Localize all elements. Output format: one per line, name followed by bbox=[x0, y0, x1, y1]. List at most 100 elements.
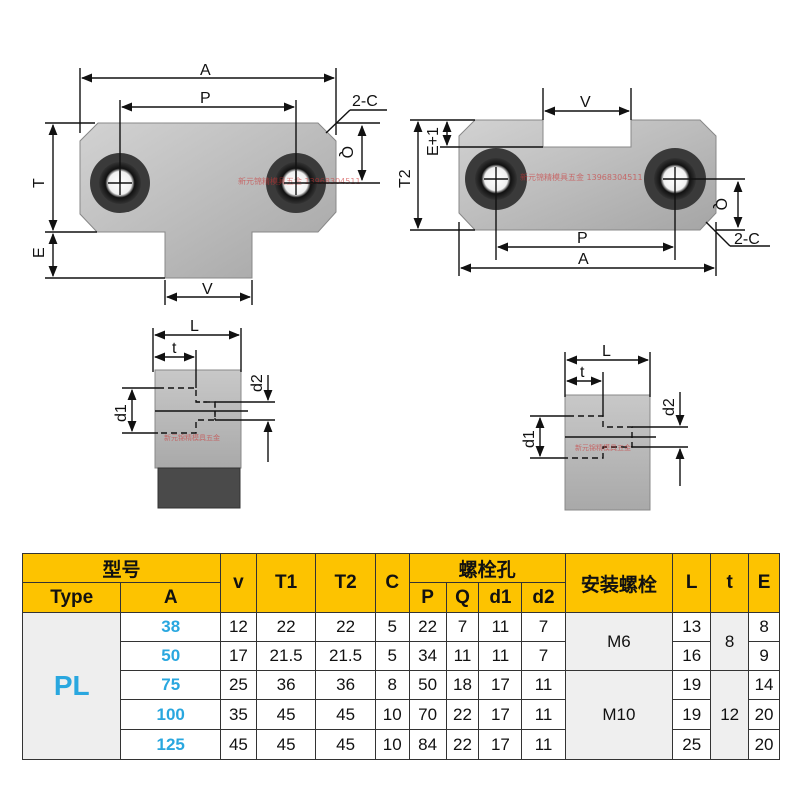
spec-table: 型号 v T1 T2 C 螺栓孔 安装螺栓 L t E Type A P Q d… bbox=[21, 553, 780, 760]
cell-t2: 22 bbox=[315, 612, 376, 642]
cell-c: 10 bbox=[374, 729, 410, 760]
watermark-side-left: 新元锦精模具五金 bbox=[164, 433, 220, 442]
cell-t-8: 8 bbox=[710, 612, 750, 671]
cell-p: 50 bbox=[408, 670, 447, 700]
cell-a: 125 bbox=[120, 729, 221, 760]
cell-a: 50 bbox=[120, 641, 221, 671]
header-p: P bbox=[408, 582, 447, 613]
header-l: L bbox=[672, 553, 712, 613]
side-view-right-dimensions: L t d1 d2 bbox=[521, 343, 688, 486]
header-bolt-hole: 螺栓孔 bbox=[408, 553, 566, 583]
dim-label-2c-left: 2-C bbox=[352, 93, 378, 110]
dim-label-t-left: t bbox=[172, 340, 177, 357]
type-value: PL bbox=[21, 612, 122, 760]
dim-label-l-left: L bbox=[190, 318, 199, 335]
cell-a: 75 bbox=[120, 670, 221, 700]
cell-d2: 7 bbox=[521, 612, 566, 642]
cell-l: 13 bbox=[672, 612, 712, 642]
dim-label-e1: E+1 bbox=[425, 127, 442, 156]
table-row: 75 25 36 36 8 50 18 17 11 M10 19 12 14 bbox=[23, 670, 780, 760]
cell-d1: 11 bbox=[478, 641, 523, 671]
cell-p: 84 bbox=[408, 729, 447, 760]
dim-label-p-right: P bbox=[577, 230, 588, 247]
cell-q: 7 bbox=[445, 612, 480, 642]
dim-label-d1-right: d1 bbox=[521, 430, 538, 448]
cell-d1: 17 bbox=[478, 670, 523, 700]
cell-t2: 36 bbox=[315, 670, 376, 700]
header-t1: T1 bbox=[255, 553, 317, 613]
cell-e: 9 bbox=[748, 641, 780, 671]
cell-p: 22 bbox=[408, 612, 447, 642]
cell-e: 14 bbox=[748, 670, 780, 700]
table-row: PL 38 12 22 22 5 22 7 11 7 M6 13 8 8 bbox=[21, 612, 780, 760]
cell-q: 11 bbox=[445, 641, 480, 671]
cell-v: 45 bbox=[219, 729, 257, 760]
dim-label-d2-right: d2 bbox=[661, 398, 678, 416]
cell-t1: 21.5 bbox=[255, 641, 317, 671]
watermark-right: 新元锦精模具五金 13968304511 bbox=[520, 172, 643, 182]
cell-bolt-m6: M6 bbox=[564, 612, 674, 671]
cell-d2: 11 bbox=[521, 670, 566, 700]
watermark-side-right: 新元锦精模具五金 bbox=[575, 443, 631, 452]
cell-t-12: 12 bbox=[710, 670, 750, 760]
header-t: t bbox=[710, 553, 750, 613]
header-v: v bbox=[219, 553, 257, 613]
dim-label-q-left: Q bbox=[338, 146, 355, 158]
dim-label-v-right: V bbox=[580, 94, 591, 111]
cell-t1: 22 bbox=[255, 612, 317, 642]
cell-e: 8 bbox=[748, 612, 780, 642]
header-row-2: Type A P Q d1 d2 bbox=[21, 582, 780, 613]
dim-label-q-right: Q bbox=[712, 198, 729, 210]
header-t2: T2 bbox=[315, 553, 376, 613]
watermark: 新元锦精模具五金 13968304511 bbox=[238, 176, 361, 186]
cell-t1: 45 bbox=[255, 729, 317, 760]
table-row: 125 45 45 45 10 84 22 17 11 25 20 bbox=[23, 729, 780, 760]
dim-label-d1-left: d1 bbox=[113, 404, 130, 422]
cell-t2: 45 bbox=[315, 729, 376, 760]
cell-v: 35 bbox=[219, 699, 257, 730]
header-mount-bolt: 安装螺栓 bbox=[564, 553, 674, 613]
cell-e: 20 bbox=[748, 729, 780, 760]
cell-t1: 45 bbox=[255, 699, 317, 730]
cell-p: 34 bbox=[408, 641, 447, 671]
side-view-left: 新元锦精模具五金 bbox=[154, 369, 248, 509]
header-row-1: 型号 v T1 T2 C 螺栓孔 安装螺栓 L t E bbox=[22, 553, 780, 613]
dim-label-p: P bbox=[200, 90, 211, 107]
header-d1: d1 bbox=[478, 582, 523, 613]
plate-left-dimensions: A P 2-C Q T E V bbox=[31, 62, 387, 305]
cell-l: 25 bbox=[672, 729, 712, 760]
cell-e: 20 bbox=[748, 699, 780, 730]
cell-l: 16 bbox=[672, 641, 712, 671]
plate-right-dimensions: V P A T2 E+1 Q 2-C bbox=[397, 88, 770, 276]
cell-t1: 36 bbox=[255, 670, 317, 700]
cell-d1: 17 bbox=[478, 699, 523, 730]
cell-q: 18 bbox=[445, 670, 480, 700]
dim-label-2c-right: 2-C bbox=[734, 231, 760, 248]
cell-p: 70 bbox=[408, 699, 447, 730]
technical-drawing: 新元锦精模具五金 13968304511 A P 2-C Q T E bbox=[31, 62, 770, 511]
cell-bolt-m10: M10 bbox=[564, 670, 674, 760]
dim-label-a-right: A bbox=[578, 251, 589, 268]
header-d2: d2 bbox=[521, 582, 566, 613]
cell-q: 22 bbox=[445, 729, 480, 760]
cell-d1: 11 bbox=[478, 612, 523, 642]
dim-label-t2: T2 bbox=[397, 169, 414, 188]
side-view-right: 新元锦精模具五金 bbox=[564, 394, 656, 511]
cell-c: 10 bbox=[374, 699, 410, 730]
cell-v: 25 bbox=[219, 670, 257, 700]
cell-q: 22 bbox=[445, 699, 480, 730]
cell-l: 19 bbox=[672, 670, 712, 700]
header-c: C bbox=[374, 553, 410, 613]
cell-d2: 7 bbox=[521, 641, 566, 671]
side-view-left-dimensions: L t d1 d2 bbox=[113, 318, 275, 462]
cell-v: 12 bbox=[219, 612, 257, 642]
cell-v: 17 bbox=[219, 641, 257, 671]
cell-d2: 11 bbox=[521, 729, 566, 760]
dim-label-v-left: V bbox=[202, 281, 213, 298]
cell-c: 5 bbox=[374, 641, 410, 671]
header-type: Type bbox=[21, 582, 122, 613]
dim-label-e: E bbox=[31, 247, 48, 258]
cell-d2: 11 bbox=[521, 699, 566, 730]
dim-label-d2-left: d2 bbox=[249, 374, 266, 392]
table-row: 100 35 45 45 10 70 22 17 11 19 20 bbox=[23, 699, 780, 730]
